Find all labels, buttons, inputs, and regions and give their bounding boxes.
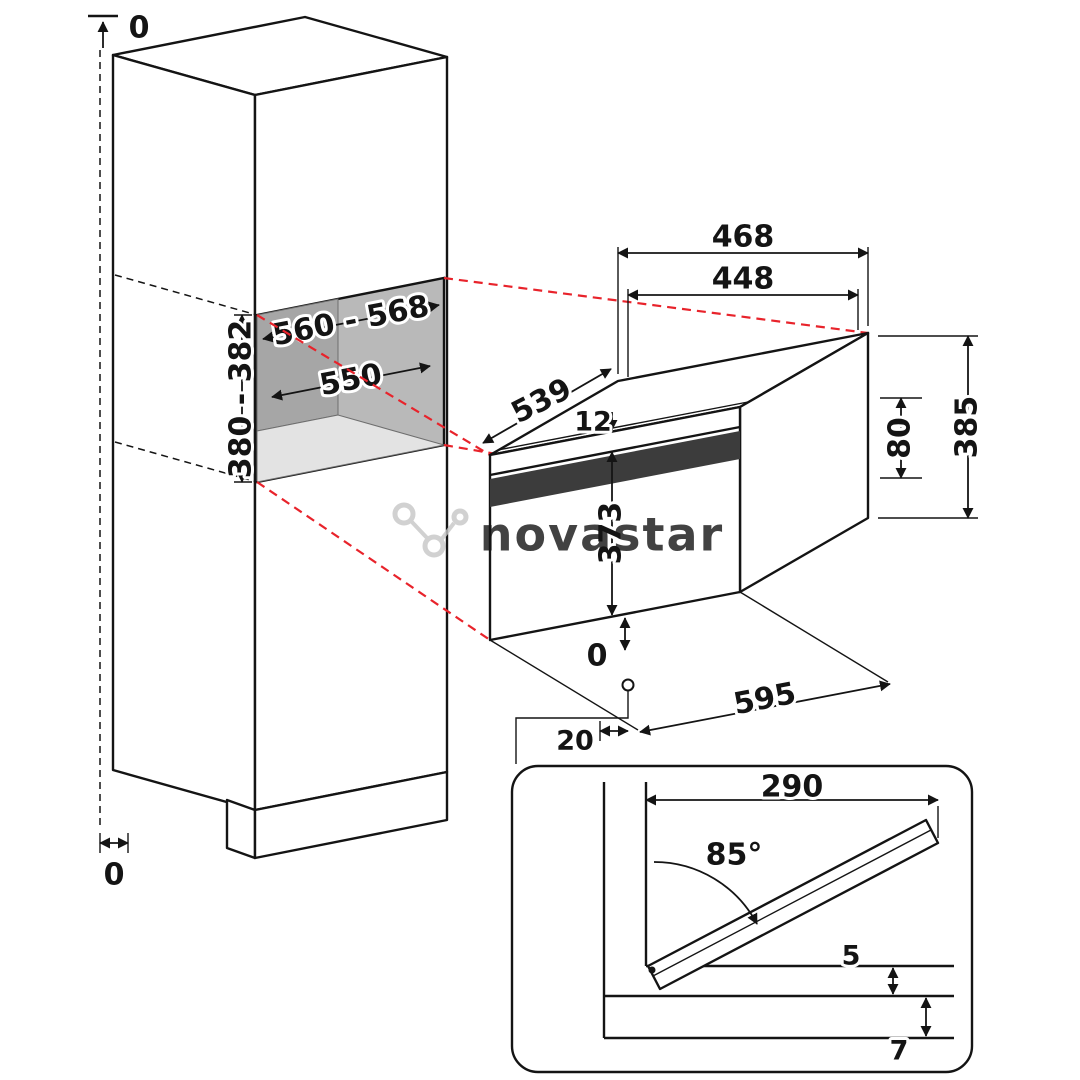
watermark-text: novastar: [480, 508, 724, 562]
depth-total-value: 468: [712, 220, 775, 255]
door-height-value: 373: [594, 502, 629, 565]
total-height-value: 385: [950, 396, 985, 459]
door-panel-line: [652, 829, 932, 977]
niche-level-bottom-line: [114, 441, 258, 483]
watermark-logo-node-icon: [392, 502, 416, 526]
top-gap-value: 12: [574, 407, 612, 438]
detail-leader-line: [515, 691, 629, 764]
depth-body-value: 448: [712, 262, 775, 297]
socket-offset-value: 20: [556, 726, 594, 757]
bottom-clearance-value: 0: [104, 858, 125, 893]
door-angle-value: 85°: [706, 838, 763, 873]
door-angle-arc: [653, 861, 758, 925]
watermark-logo-link: [409, 519, 430, 541]
open-door: [646, 818, 940, 991]
niche-level-top-line: [114, 274, 258, 316]
extension-line: [739, 591, 889, 683]
extension-line: [489, 639, 639, 731]
upper-clearance-value: 5: [842, 941, 861, 972]
dimension-line-body-width: [482, 368, 612, 444]
cabinet-drawing: 0 560 - 568 550 380 - 382 0: [88, 8, 449, 896]
niche-floor: [256, 414, 445, 483]
dimension-line-niche-inner-width: [271, 362, 431, 401]
door-hinge: [648, 966, 656, 974]
oven-bottom-clearance-value: 0: [587, 639, 608, 674]
door-top-line: [489, 425, 741, 477]
watermark: novastar: [392, 502, 724, 562]
oven-drawing: 468 448 539 12 373 80 385 595 0 20: [482, 217, 988, 764]
projection-line-bottom-left: [256, 481, 491, 641]
rear-height-value: 80: [883, 417, 918, 459]
socket-marker: [621, 678, 635, 692]
top-clearance-value: 0: [129, 11, 150, 46]
cabinet-plinth: [253, 770, 449, 860]
projection-line-top-right: [443, 276, 869, 335]
door-detail-inset: 85° 290 5 7: [510, 764, 974, 1074]
dimension-line-niche-width: [262, 301, 440, 343]
front-width-value: 595: [731, 676, 799, 722]
projection-line-top-left: [256, 314, 491, 456]
lower-clearance-value: 7: [890, 1036, 909, 1067]
cabinet-plinth-side: [225, 798, 257, 860]
watermark-logo-node-icon: [451, 508, 469, 526]
dimension-line-front-width: [639, 680, 891, 736]
watermark-logo-link: [439, 521, 456, 542]
door-projection-value: 290: [761, 770, 824, 805]
niche-height-value: 380 - 382: [224, 320, 259, 479]
watermark-logo-node-icon: [422, 534, 446, 558]
